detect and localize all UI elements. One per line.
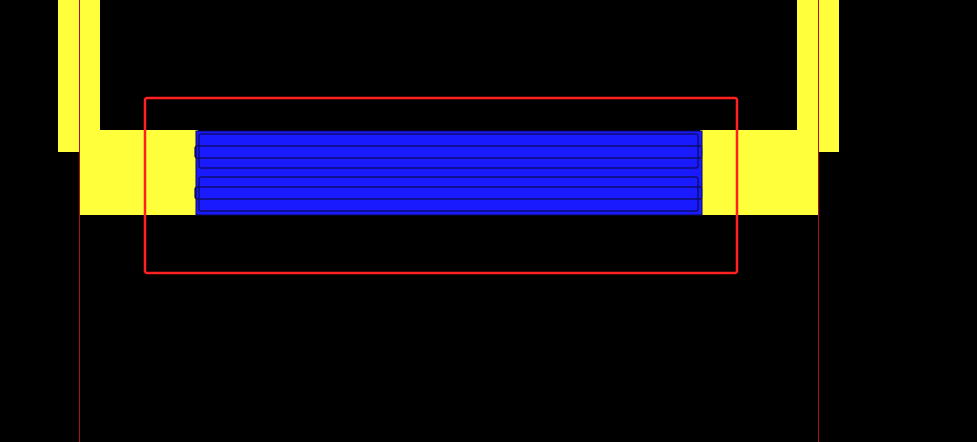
poly-stripe-2[interactable] xyxy=(198,133,699,169)
poly-stripe-4[interactable] xyxy=(198,176,699,212)
right-conductor[interactable] xyxy=(700,0,839,215)
poly-stripe-1[interactable] xyxy=(194,145,703,159)
right-conductor-pad[interactable] xyxy=(700,130,818,215)
left-conductor-pad[interactable] xyxy=(80,130,198,215)
center-poly-block[interactable] xyxy=(194,130,703,216)
poly-stripe-3[interactable] xyxy=(194,186,703,200)
poly-block-body[interactable] xyxy=(195,130,703,216)
selection-box[interactable] xyxy=(143,96,739,275)
